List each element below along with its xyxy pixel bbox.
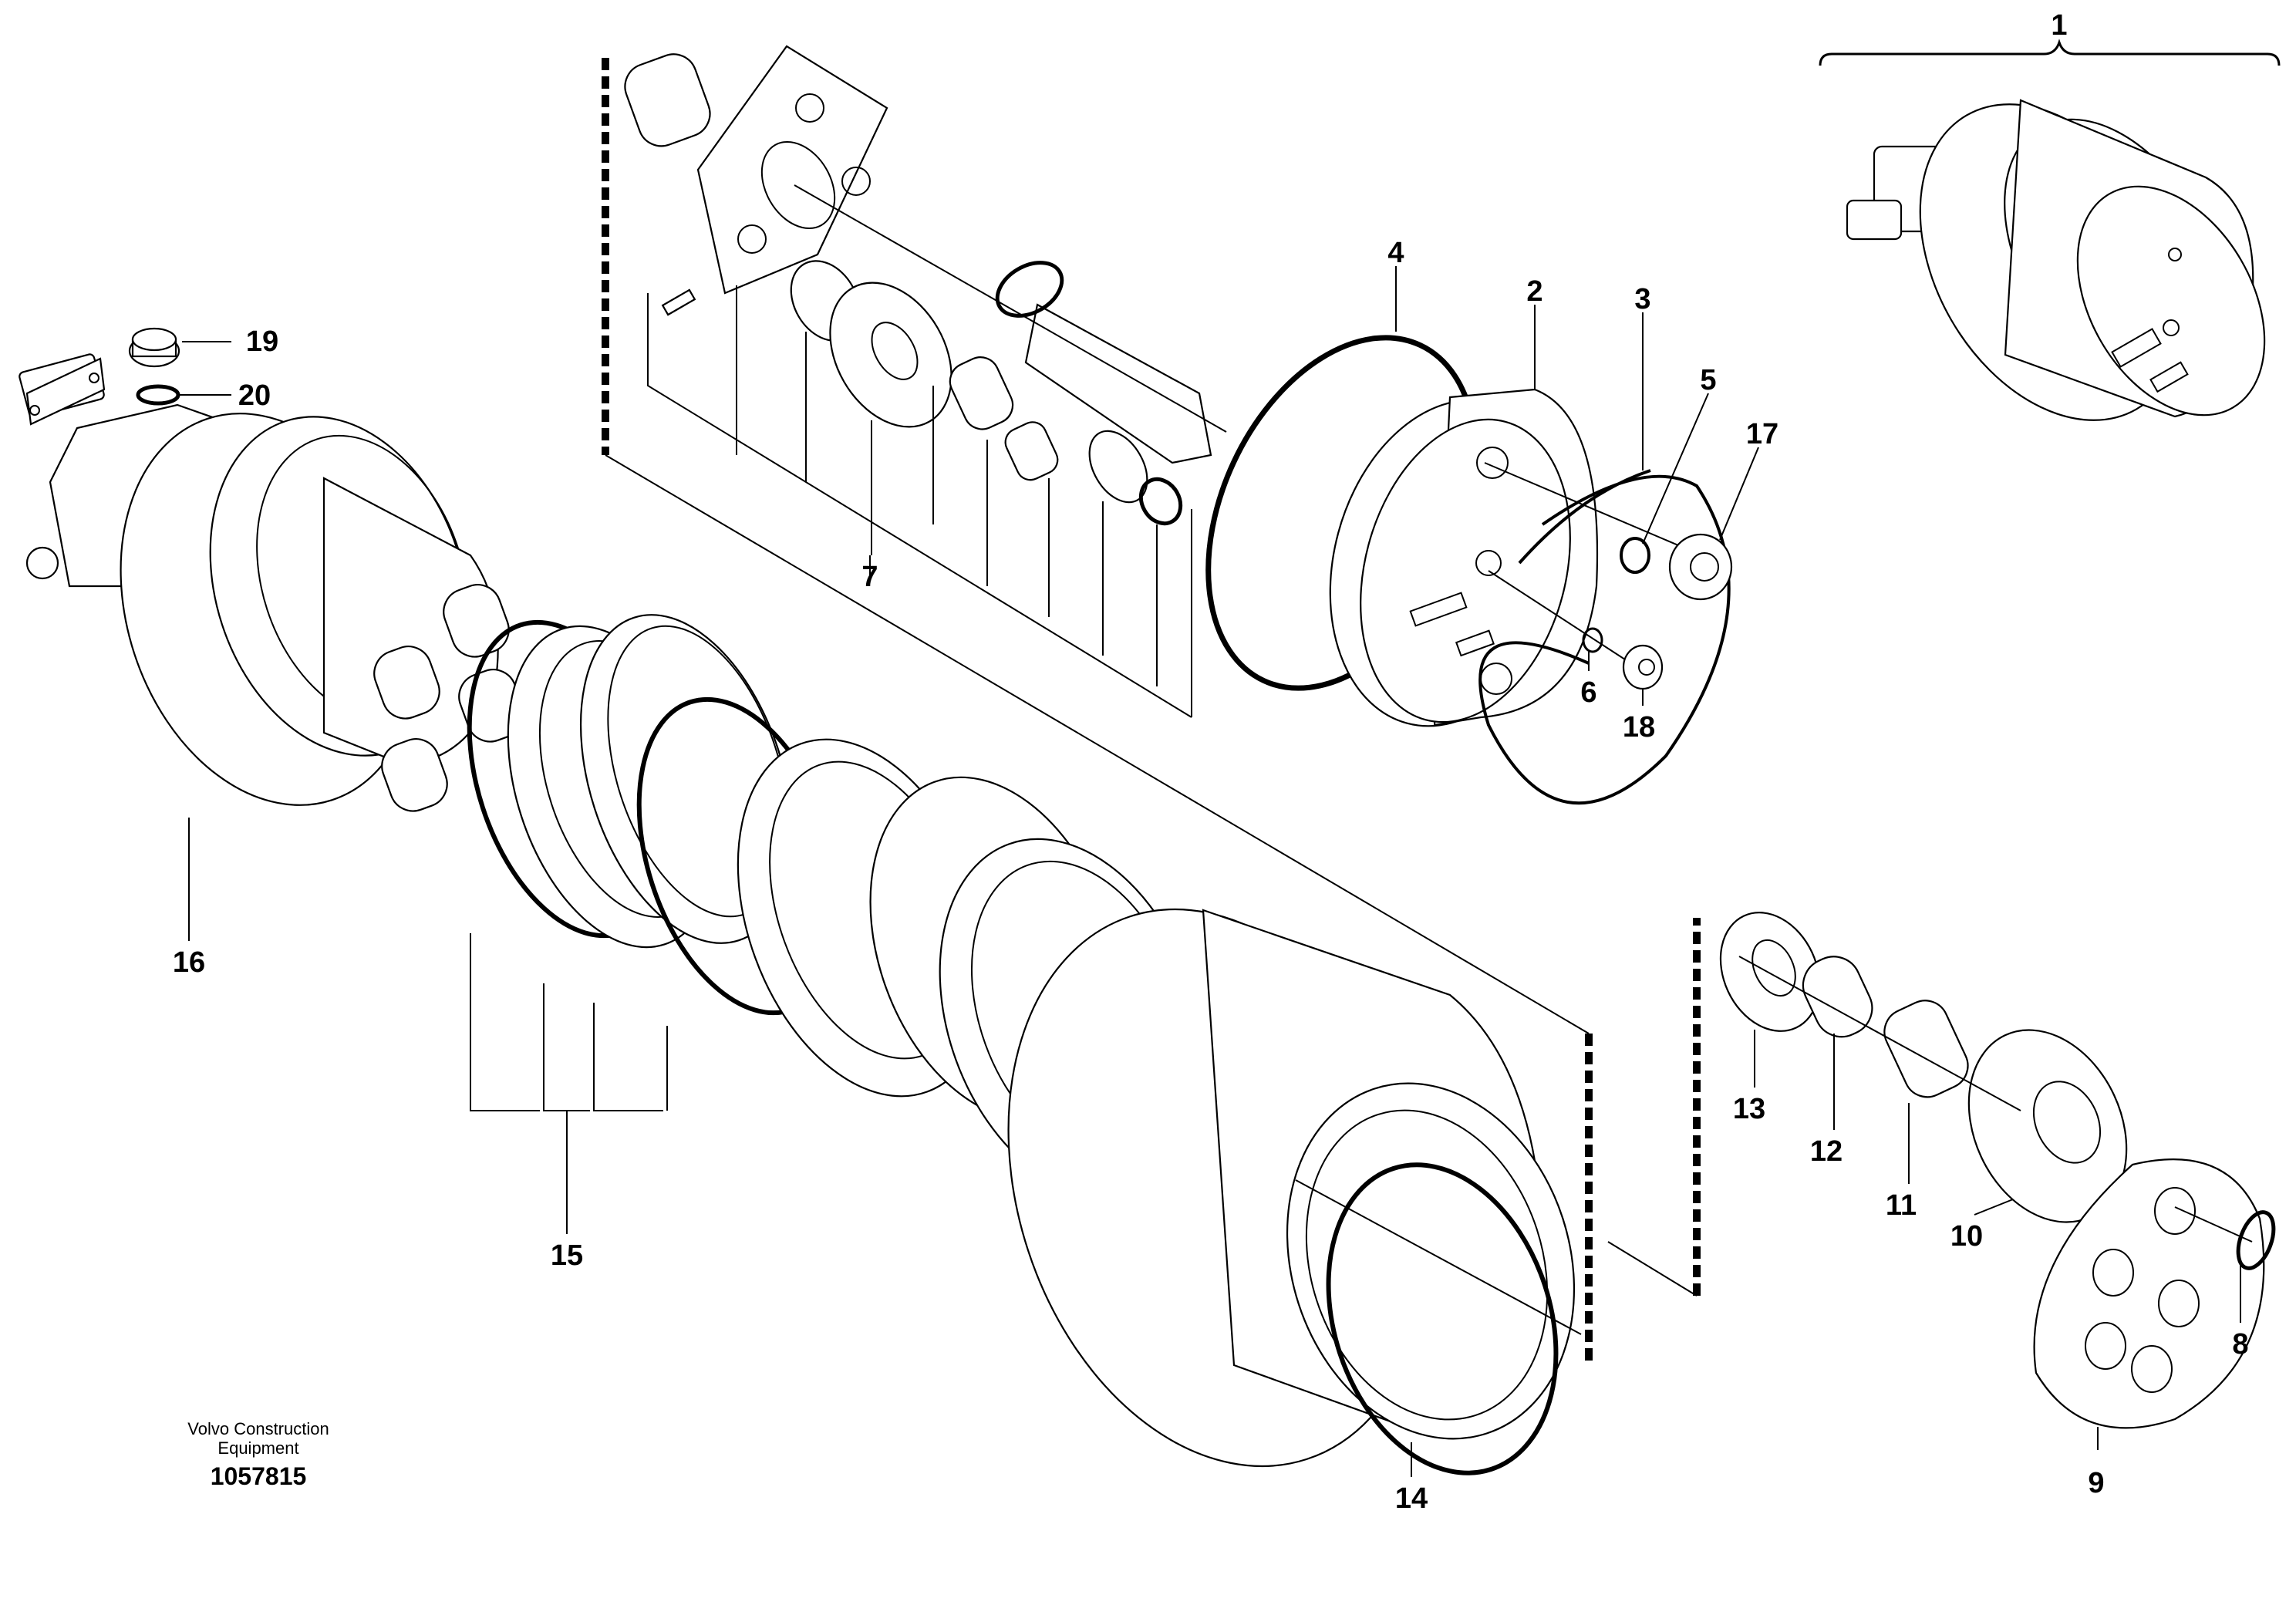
callout-13: 13 xyxy=(1733,1093,1765,1125)
assembled-motor-drawing xyxy=(1819,39,2281,421)
callout-18: 18 xyxy=(1623,711,1655,744)
plug-and-oring-drawing xyxy=(128,327,231,406)
callout-20: 20 xyxy=(238,379,271,412)
callout-1: 1 xyxy=(2051,9,2067,42)
plugs-and-orings-drawing xyxy=(1484,393,1759,706)
callout-19: 19 xyxy=(246,325,278,358)
callout-15: 15 xyxy=(551,1239,583,1272)
callout-17: 17 xyxy=(1746,418,1778,450)
callout-2: 2 xyxy=(1526,275,1542,308)
callout-12: 12 xyxy=(1810,1135,1843,1168)
cover-drawing xyxy=(1329,305,1599,727)
callout-5: 5 xyxy=(1700,364,1716,396)
callout-4: 4 xyxy=(1387,237,1404,269)
brand-line-2: Equipment xyxy=(217,1438,298,1458)
lower-gear-set-drawing xyxy=(1719,912,2276,1450)
motor-body-drawing xyxy=(19,353,525,812)
callout-16: 16 xyxy=(173,946,205,979)
callout-14: 14 xyxy=(1395,1482,1428,1515)
callout-8: 8 xyxy=(2232,1328,2248,1361)
upper-gear-set-drawing xyxy=(624,45,1227,718)
callout-11: 11 xyxy=(1886,1189,1917,1222)
callout-6: 6 xyxy=(1580,676,1596,709)
callout-labels: 1 2 3 4 5 6 7 8 9 10 11 12 13 14 15 16 1… xyxy=(173,9,2249,1515)
callout-10: 10 xyxy=(1950,1220,1983,1253)
callout-7: 7 xyxy=(861,561,878,593)
brand-line-1: Volvo Construction xyxy=(187,1419,329,1438)
callout-9: 9 xyxy=(2088,1467,2104,1499)
document-number: 1057815 xyxy=(211,1462,307,1490)
ring-gear-housing-drawing xyxy=(1007,908,1582,1477)
callout-3: 3 xyxy=(1634,283,1650,315)
